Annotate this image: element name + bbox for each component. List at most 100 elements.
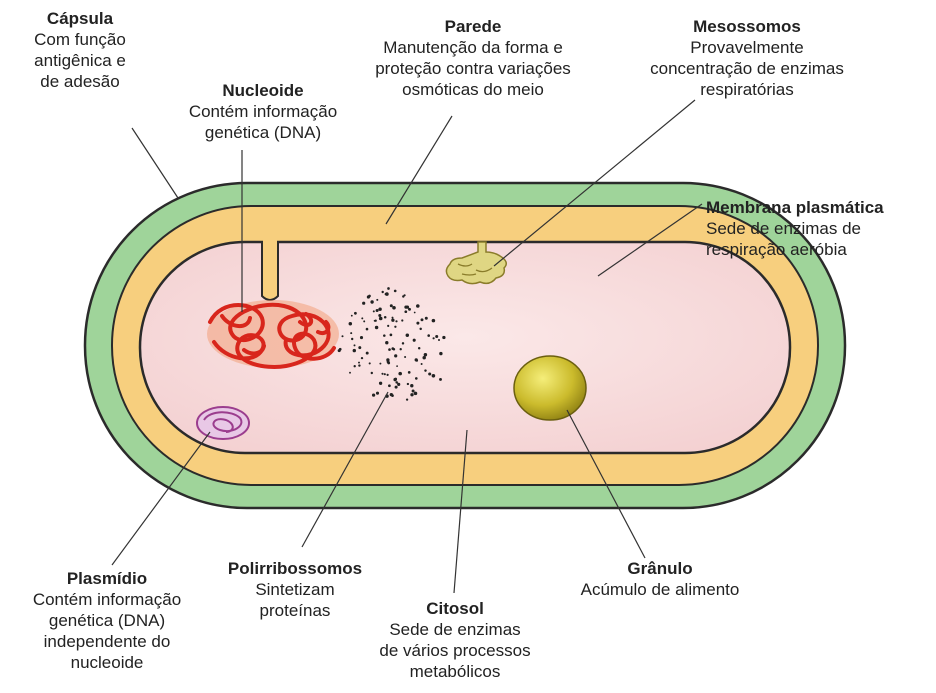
granule bbox=[514, 356, 586, 420]
ribosome-dot bbox=[390, 304, 393, 307]
ribosome-dot bbox=[390, 334, 393, 337]
ribosome-dot bbox=[432, 374, 436, 378]
ribosome-dot bbox=[353, 349, 356, 352]
ribosome-dot bbox=[410, 393, 413, 396]
membrana-desc: Sede de enzimas de respiração aeróbia bbox=[706, 218, 936, 260]
ribosome-dot bbox=[358, 346, 361, 349]
ribosome-dot bbox=[404, 294, 406, 296]
ribosome-dot bbox=[435, 335, 438, 338]
ribosome-dot bbox=[372, 393, 375, 396]
ribosome-dot bbox=[362, 302, 365, 305]
ribosome-dot bbox=[406, 333, 409, 336]
ribosome-dot bbox=[412, 390, 415, 393]
ribosome-dot bbox=[366, 328, 369, 331]
ribosome-dot bbox=[414, 312, 416, 314]
ribosome-dot bbox=[400, 348, 402, 350]
ribosome-dot bbox=[358, 364, 360, 366]
ribosome-dot bbox=[361, 357, 363, 359]
label-plasmidio: Plasmídio Contém informação genética (DN… bbox=[2, 568, 212, 673]
polirribossomos-desc: Sintetizam proteínas bbox=[210, 579, 380, 621]
ribosome-dot bbox=[354, 365, 356, 367]
ribosome-dot bbox=[396, 365, 398, 367]
ribosome-dot bbox=[382, 291, 384, 293]
membrana-title: Membrana plasmática bbox=[706, 197, 936, 218]
ribosome-dot bbox=[416, 359, 419, 362]
ribosome-dot bbox=[427, 334, 430, 337]
label-nucleoide: Nucleoide Contém informação genética (DN… bbox=[158, 80, 368, 143]
ribosome-dot bbox=[387, 287, 390, 290]
granulo-title: Grânulo bbox=[560, 558, 760, 579]
ribosome-dot bbox=[354, 344, 356, 346]
granulo-desc: Acúmulo de alimento bbox=[560, 579, 760, 600]
ribosome-dot bbox=[376, 309, 379, 312]
ribosome-dot bbox=[376, 299, 378, 301]
ribosome-dot bbox=[395, 320, 397, 322]
ribosome-dot bbox=[381, 373, 383, 375]
ribosome-dot bbox=[388, 384, 391, 387]
ribosome-dot bbox=[349, 322, 352, 325]
ribosome-dot bbox=[379, 363, 381, 365]
ribosome-dot bbox=[384, 316, 387, 319]
ribosome-dot bbox=[410, 384, 413, 387]
ribosome-dot bbox=[439, 352, 442, 355]
ribosome-dot bbox=[413, 339, 416, 342]
polirribossomos-title: Polirribossomos bbox=[210, 558, 380, 579]
plasmidio-title: Plasmídio bbox=[2, 568, 212, 589]
ribosome-dot bbox=[416, 322, 419, 325]
ribosome-dot bbox=[404, 305, 407, 308]
ribosome-dot bbox=[439, 378, 442, 381]
ribosome-dot bbox=[401, 319, 403, 321]
ribosome-dot bbox=[351, 338, 353, 340]
ribosome-dot bbox=[341, 335, 343, 337]
ribosome-dot bbox=[432, 319, 436, 323]
ribosome-dot bbox=[368, 295, 371, 298]
membrane-invagination bbox=[262, 242, 278, 300]
capsula-title: Cápsula bbox=[10, 8, 150, 29]
ribosome-dot bbox=[385, 292, 389, 296]
ribosome-dot bbox=[392, 306, 396, 310]
ribosome-dot bbox=[366, 352, 369, 355]
ribosome-dot bbox=[394, 378, 397, 381]
citosol-title: Citosol bbox=[360, 598, 550, 619]
plasmidio-desc: Contém informação genética (DNA) indepen… bbox=[2, 589, 212, 673]
ribosome-dot bbox=[416, 304, 420, 308]
ribosome-dot bbox=[395, 386, 398, 389]
label-granulo: Grânulo Acúmulo de alimento bbox=[560, 558, 760, 600]
ribosome-dot bbox=[398, 372, 402, 376]
nucleoid bbox=[207, 300, 339, 368]
ribosome-dot bbox=[421, 318, 424, 321]
ribosome-dot bbox=[384, 373, 386, 375]
label-polirribossomos: Polirribossomos Sintetizam proteínas bbox=[210, 558, 380, 621]
ribosome-dot bbox=[408, 308, 411, 311]
ribosome-dot bbox=[406, 398, 408, 400]
ribosome-dot bbox=[419, 328, 421, 330]
label-membrana: Membrana plasmática Sede de enzimas de r… bbox=[706, 197, 936, 260]
ribosome-dot bbox=[395, 381, 398, 384]
parede-title: Parede bbox=[348, 16, 598, 37]
ribosome-dot bbox=[376, 392, 379, 395]
citosol-desc: Sede de enzimas de vários processos meta… bbox=[360, 619, 550, 682]
mesossomos-desc: Provavelmente concentração de enzimas re… bbox=[602, 37, 892, 100]
ribosome-dot bbox=[418, 347, 420, 349]
ribosome-dot bbox=[375, 326, 378, 329]
ribosome-dot bbox=[415, 377, 418, 380]
label-mesossomos: Mesossomos Provavelmente concentração de… bbox=[602, 16, 892, 100]
ribosome-dot bbox=[351, 315, 353, 317]
ribosome-dot bbox=[404, 310, 407, 313]
ribosome-dot bbox=[379, 317, 383, 321]
ribosome-dot bbox=[371, 372, 373, 374]
mesossomos-title: Mesossomos bbox=[602, 16, 892, 37]
plasmid bbox=[197, 407, 249, 439]
ribosome-dot bbox=[354, 312, 357, 315]
ribosome-dot bbox=[361, 317, 363, 319]
ribosome-dot bbox=[350, 332, 352, 334]
ribosome-dot bbox=[338, 349, 341, 352]
ribosome-dot bbox=[422, 356, 425, 359]
ribosome-dot bbox=[394, 290, 397, 293]
ribosome-dot bbox=[402, 342, 404, 344]
ribosome-dot bbox=[373, 310, 375, 312]
ribosome-dot bbox=[424, 369, 426, 371]
ribosome-dot bbox=[391, 347, 394, 350]
label-citosol: Citosol Sede de enzimas de vários proces… bbox=[360, 598, 550, 682]
parede-desc: Manutenção da forma e proteção contra va… bbox=[348, 37, 598, 100]
